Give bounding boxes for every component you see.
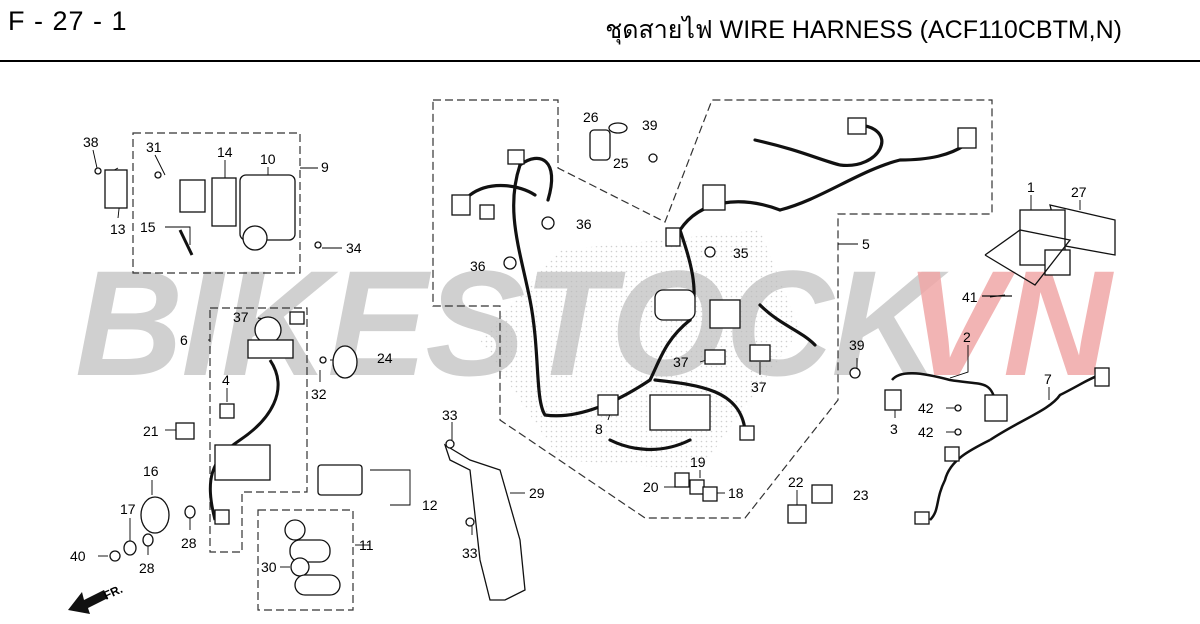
callout-4: 4 bbox=[222, 372, 230, 388]
callout-36a: 36 bbox=[576, 216, 592, 232]
harness-connectors bbox=[451, 117, 977, 441]
callout-14: 14 bbox=[217, 144, 233, 160]
callout-3: 3 bbox=[890, 421, 898, 437]
callout-16: 16 bbox=[143, 463, 159, 479]
box-11 bbox=[257, 509, 354, 611]
callout-39b: 39 bbox=[849, 337, 865, 353]
callout-24: 24 bbox=[377, 350, 393, 366]
callout-19: 19 bbox=[690, 454, 706, 470]
front-arrow-icon: FR. bbox=[68, 582, 125, 614]
callout-35: 35 bbox=[733, 245, 749, 261]
callout-41: 41 bbox=[962, 289, 978, 305]
part-11-12 bbox=[284, 464, 363, 596]
callout-37c: 37 bbox=[751, 379, 767, 395]
callout-2: 2 bbox=[963, 329, 971, 345]
callout-36b: 36 bbox=[470, 258, 486, 274]
callout-39a: 39 bbox=[642, 117, 658, 133]
callout-1: 1 bbox=[1027, 179, 1035, 195]
callout-28b: 28 bbox=[139, 560, 155, 576]
callout-22: 22 bbox=[788, 474, 804, 490]
callout-18: 18 bbox=[728, 485, 744, 501]
dotted-area bbox=[480, 230, 800, 470]
header-rule bbox=[0, 60, 1200, 62]
box-5 bbox=[432, 99, 993, 519]
callout-30: 30 bbox=[261, 559, 277, 575]
callouts: 38 31 14 10 9 13 15 34 26 39 25 36 36 35… bbox=[70, 109, 1087, 576]
callout-29: 29 bbox=[529, 485, 545, 501]
page-title: ชุดสายไฟ WIRE HARNESS (ACF110CBTM,N) bbox=[605, 16, 1122, 44]
front-indicator-label: FR. bbox=[101, 582, 124, 603]
box-6 bbox=[209, 307, 308, 553]
callout-17: 17 bbox=[120, 501, 136, 517]
callout-10: 10 bbox=[260, 151, 276, 167]
part-16-horn bbox=[109, 496, 196, 562]
callout-27: 27 bbox=[1071, 184, 1087, 200]
part-1-27 bbox=[982, 204, 1116, 297]
callout-6: 6 bbox=[180, 332, 188, 348]
box-9 bbox=[132, 132, 301, 274]
page-code: F - 27 - 1 bbox=[8, 6, 128, 36]
callout-37b: 37 bbox=[673, 354, 689, 370]
part-2-7-connectors bbox=[884, 367, 1110, 525]
callout-21: 21 bbox=[143, 423, 159, 439]
callout-40: 40 bbox=[70, 548, 86, 564]
callout-23: 23 bbox=[853, 487, 869, 503]
callout-38: 38 bbox=[83, 134, 99, 150]
part-29-bracket bbox=[443, 439, 526, 601]
callout-26: 26 bbox=[583, 109, 599, 125]
callout-8: 8 bbox=[595, 421, 603, 437]
callout-5: 5 bbox=[862, 236, 870, 252]
part-9-group bbox=[94, 167, 322, 256]
callout-7: 7 bbox=[1044, 371, 1052, 387]
callout-34: 34 bbox=[346, 240, 362, 256]
group-boxes bbox=[132, 99, 993, 611]
callout-25: 25 bbox=[613, 155, 629, 171]
callout-42b: 42 bbox=[918, 424, 934, 440]
callout-33b: 33 bbox=[462, 545, 478, 561]
callout-31: 31 bbox=[146, 139, 162, 155]
cables-2-7 bbox=[891, 372, 1101, 521]
small-parts bbox=[503, 122, 962, 524]
callout-32: 32 bbox=[311, 386, 327, 402]
callout-20: 20 bbox=[643, 479, 659, 495]
callout-37a: 37 bbox=[233, 309, 249, 325]
part-6-group bbox=[175, 311, 358, 525]
callout-33a: 33 bbox=[442, 407, 458, 423]
callout-9: 9 bbox=[321, 159, 329, 175]
callout-42a: 42 bbox=[918, 400, 934, 416]
watermark-text-b: VN bbox=[905, 239, 1114, 407]
callout-12: 12 bbox=[422, 497, 438, 513]
callout-15: 15 bbox=[140, 219, 156, 235]
callout-28a: 28 bbox=[181, 535, 197, 551]
callout-11: 11 bbox=[359, 537, 374, 553]
callout-13: 13 bbox=[110, 221, 126, 237]
main-harness bbox=[468, 123, 967, 451]
